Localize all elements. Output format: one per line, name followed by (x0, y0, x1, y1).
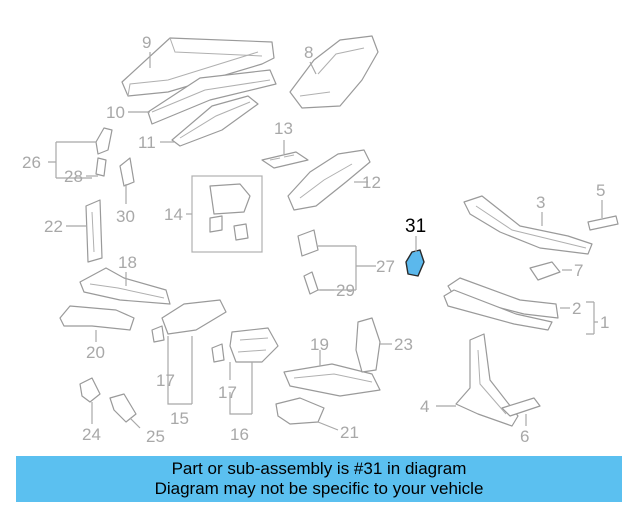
part-10-shape (147, 69, 277, 125)
banner-part-text: Part or sub-assembly is #31 in diagram (171, 459, 467, 478)
callout-17-right: 17 (218, 383, 237, 402)
part-25-shape (109, 393, 137, 423)
callout-12: 12 (362, 173, 381, 192)
part-11-shape (171, 95, 259, 147)
callout-16: 16 (230, 425, 249, 444)
callout-22: 22 (44, 217, 63, 236)
callout-9: 9 (142, 33, 151, 52)
part-21-shape (275, 397, 325, 425)
callout-21: 21 (340, 423, 359, 442)
callout-1: 1 (600, 313, 609, 332)
part-15-shape (161, 299, 227, 335)
part-22-shape (85, 199, 103, 263)
part-30-shape (119, 157, 135, 187)
part-31-highlighted-shape (405, 249, 425, 277)
callout-30: 30 (116, 207, 135, 226)
part-24-shape (79, 377, 101, 403)
part-19-shape (283, 363, 381, 397)
callout-26: 26 (22, 153, 41, 172)
callout-18: 18 (118, 253, 137, 272)
part-17-left-shape (151, 325, 165, 343)
part-23-shape (355, 317, 381, 373)
leader-lines (48, 52, 603, 431)
callout-15: 15 (170, 409, 189, 428)
part-20-shape (59, 305, 135, 331)
part-29-shape (303, 271, 319, 295)
part-18-shape (79, 267, 171, 305)
part-16-shape (229, 327, 279, 363)
callout-7: 7 (574, 261, 583, 280)
part-4-shape (455, 333, 519, 427)
callout-13: 13 (274, 119, 293, 138)
part-7-shape (529, 261, 561, 281)
part-9-shape (121, 37, 275, 97)
callout-31-highlighted: 31 (405, 216, 426, 237)
callout-5: 5 (596, 181, 605, 200)
callout-24: 24 (82, 425, 101, 444)
callout-11: 11 (138, 133, 156, 152)
part-8-shape (289, 35, 379, 109)
callout-29: 29 (336, 281, 355, 300)
callout-19: 19 (310, 335, 329, 354)
callout-8: 8 (304, 43, 313, 62)
callout-6: 6 (520, 427, 529, 446)
part-13-shape (261, 151, 309, 169)
part-2-shape (443, 277, 559, 331)
part-28-shape (95, 157, 107, 177)
callout-20: 20 (86, 343, 105, 362)
part-27-shape (297, 229, 319, 257)
part-5-shape (587, 215, 619, 231)
callout-4: 4 (420, 397, 429, 416)
callout-14: 14 (164, 205, 183, 224)
part-6-shape (501, 397, 541, 417)
part-3-shape (463, 195, 593, 255)
callout-10: 10 (106, 103, 125, 122)
callout-27: 27 (376, 257, 395, 276)
callout-17-left: 17 (156, 371, 175, 390)
callout-25: 25 (146, 427, 165, 446)
callout-3: 3 (536, 193, 545, 212)
banner-disclaimer-text: Diagram may not be specific to your vehi… (154, 479, 484, 498)
part-12-shape (287, 149, 371, 211)
part-26-shape (95, 127, 113, 155)
callout-28: 28 (64, 167, 83, 186)
info-banner: Part or sub-assembly is #31 in diagram D… (16, 456, 622, 502)
callout-2: 2 (572, 299, 581, 318)
callout-23: 23 (394, 335, 413, 354)
part-17-right-shape (211, 343, 225, 363)
part-14-group (191, 175, 263, 253)
